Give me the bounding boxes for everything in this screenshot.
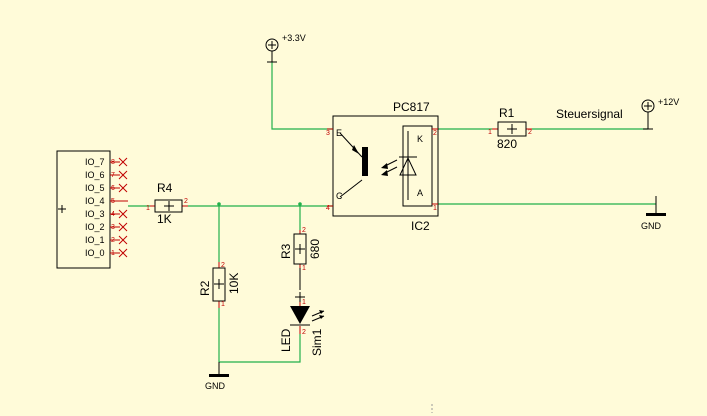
opto-pin-num-k: 2 [433,130,437,137]
junctions [217,202,302,206]
connector-pin[interactable]: IO_12 [85,235,128,245]
r3-name: R3 [279,243,293,259]
opto-ref: IC2 [411,219,430,233]
opto-pin-e: E [336,128,342,138]
r4-name: R4 [157,181,173,195]
connector-pin-label: IO_1 [85,235,105,245]
led-value: Sim1 [310,328,324,356]
led-name: LED [279,328,293,352]
connector-pin-label: IO_5 [85,183,105,193]
connector-pin-label: IO_7 [85,157,105,167]
resistor-r1[interactable]: R1 820 1 2 [488,106,532,151]
opto-pin-c: C [336,191,343,201]
r1-pin1: 1 [488,129,492,136]
led-sim1[interactable]: LED Sim1 1 2 [279,268,325,356]
opto-pin-num-a: 1 [433,205,437,212]
opto-part-name: PC817 [393,100,430,114]
signal-label: Steuersignal [556,107,623,121]
r2-pin1: 1 [221,301,225,308]
connector-pin-label: IO_2 [85,222,105,232]
opto-pin-num-c: 4 [326,205,330,212]
r2-name: R2 [198,280,212,296]
ground-icon [646,213,666,216]
connector-pin-label: IO_4 [85,196,105,206]
r2-value: 10K [227,273,241,294]
gnd-bottom-label: GND [205,381,226,391]
connector-pin[interactable]: IO_01 [85,248,128,258]
ground-right[interactable]: GND [641,196,666,231]
connector-pin-label: IO_0 [85,248,105,258]
r3-value: 680 [308,239,322,259]
r1-pin2: 2 [528,129,532,136]
opto-pin-k: K [417,134,423,144]
r1-name: R1 [499,106,515,120]
led-pin1: 1 [302,299,306,306]
connector-pin[interactable]: IO_67 [85,170,128,180]
phototransistor-base-icon [362,147,368,176]
connector-pin[interactable]: IO_45 [85,196,128,206]
connector-pin-label: IO_3 [85,209,105,219]
r2-pin2: 2 [221,262,225,269]
resistor-r4[interactable]: R4 1K 1 2 [146,181,188,226]
gnd-right-label: GND [641,221,662,231]
supply-12v[interactable]: +12V [641,97,679,130]
opto-pin-a: A [417,188,423,198]
junction-dot [298,202,302,206]
supply-12v-label: +12V [658,97,679,107]
optocoupler-ic2[interactable]: E C K A 3 4 2 1 PC817 IC2 [326,100,439,233]
r4-pin2: 2 [184,198,188,205]
resistor-r3[interactable]: R3 680 2 1 [279,227,322,272]
wires [128,62,656,363]
junction-dot [217,202,221,206]
r3-pin1: 1 [302,265,306,272]
connector-pin[interactable]: IO_34 [85,209,128,219]
opto-pin-num-e: 3 [326,130,330,137]
connector-pin-label: IO_6 [85,170,105,180]
r1-value: 820 [497,137,517,151]
led-pin2: 2 [302,329,306,336]
r3-pin2: 2 [302,227,306,234]
ground-bottom[interactable]: GND [205,362,229,391]
connector-body [56,150,111,269]
connector-pin[interactable]: IO_23 [85,222,128,232]
ground-icon [209,374,229,377]
supply-3v3-label: +3.3V [282,33,306,43]
led-triangle-icon [290,306,310,324]
connector-pin[interactable]: IO_78 [85,157,128,167]
connector-pin[interactable]: IO_56 [85,183,128,193]
io-connector[interactable]: IO_78IO_67IO_56IO_45IO_34IO_23IO_12IO_01 [56,150,128,269]
resistor-r2[interactable]: R2 10K 2 1 [198,262,241,308]
supply-3v3[interactable]: +3.3V [265,33,306,63]
r4-pin1: 1 [146,205,150,212]
r4-value: 1K [157,212,172,226]
